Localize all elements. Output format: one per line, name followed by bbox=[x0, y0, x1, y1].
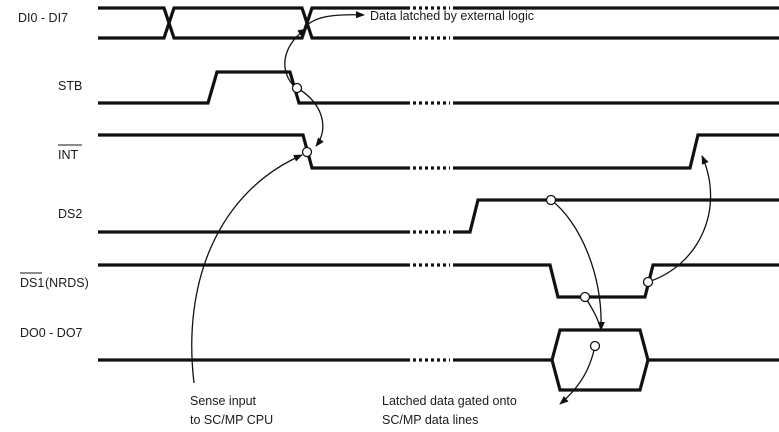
label-do0-do7: DO0 - DO7 bbox=[20, 326, 83, 340]
annotation-sense-input-line1: Sense input bbox=[190, 394, 257, 408]
trace-do0-do7 bbox=[98, 328, 779, 392]
arrow-ds1-to-do bbox=[584, 296, 602, 331]
arrow-sense-input-to-int bbox=[191, 154, 303, 384]
trace-ds1 bbox=[98, 263, 779, 299]
label-int: INT bbox=[58, 148, 79, 162]
arrow-ds1-to-int bbox=[647, 155, 712, 283]
arrow-stb-to-di bbox=[284, 28, 307, 89]
event-node-do-valid bbox=[589, 340, 601, 352]
annotation-data-latched-external: Data latched by external logic bbox=[370, 9, 534, 23]
annotation-latched-data-line2: SC/MP data lines bbox=[382, 413, 478, 427]
event-node-stb-falling bbox=[291, 82, 303, 94]
trace-di0-di7 bbox=[98, 6, 779, 40]
arrow-stb-to-int bbox=[296, 87, 324, 147]
arrow-ds2-to-do bbox=[550, 199, 605, 331]
label-ds1-nrds: (NRDS) bbox=[45, 276, 89, 290]
annotation-sense-input-line2: to SC/MP CPU bbox=[190, 413, 273, 427]
label-di0-di7: DI0 - DI7 bbox=[18, 11, 68, 25]
trace-stb bbox=[98, 70, 779, 105]
event-node-ds1-rising bbox=[642, 276, 654, 288]
annotation-latched-data-line1: Latched data gated onto bbox=[382, 394, 517, 408]
label-stb: STB bbox=[58, 79, 82, 93]
label-ds2: DS2 bbox=[58, 207, 82, 221]
arrow-do-to-latched-data bbox=[559, 345, 596, 405]
event-node-ds1-falling bbox=[579, 291, 591, 303]
label-ds1: DS1 bbox=[20, 276, 44, 290]
arrow-di-to-external-latch bbox=[306, 11, 365, 26]
event-node-int-falling bbox=[301, 146, 313, 158]
event-node-ds2-rising bbox=[545, 194, 557, 206]
trace-ds2 bbox=[98, 198, 779, 234]
trace-int bbox=[98, 133, 779, 170]
